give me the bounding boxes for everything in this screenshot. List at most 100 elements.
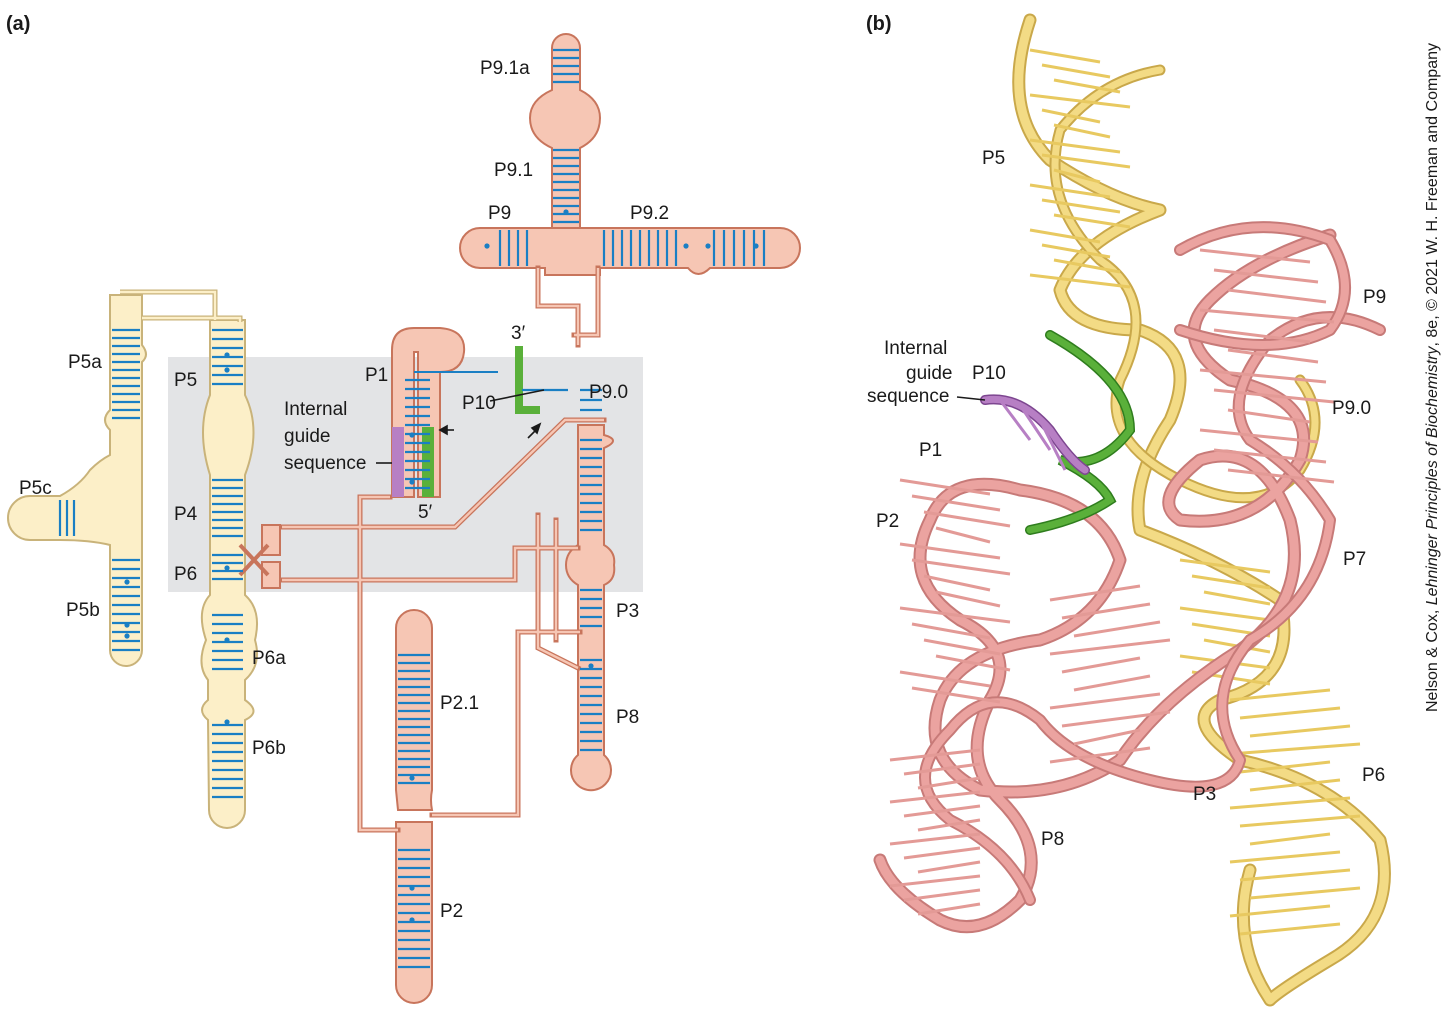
nucleotide-rung [1249,886,1361,900]
nucleotide-rung [1029,228,1101,244]
label-5prime: 5′ [418,502,433,523]
label-b-p7: P7 [1343,549,1366,570]
nucleotide-rung [935,526,991,544]
nucleotide-rung [899,670,991,688]
nucleotide-rung [903,804,981,818]
nucleotide-rung [1073,728,1141,746]
nucleotide-rung [1053,168,1101,184]
label-p5: P5 [174,370,197,391]
nucleotide-rung [1053,78,1121,94]
label-p5b: P5b [66,600,100,621]
nucleotide-rung [1239,868,1351,882]
panel-a-labels: P9.1a P9.1 P9 P9.2 P5a P5 P5c P4 P6 P5b … [19,58,669,922]
label-p9-1a: P9.1a [480,58,530,79]
p4-p6-crossover [238,543,270,577]
panel-b-3d-structure: (b) P5 [866,13,1391,1007]
nucleotide-rung [1029,183,1111,199]
nucleotide-rung [1061,602,1151,620]
yellow-strands [7,294,258,829]
wobble-dot [224,637,230,643]
nucleotide-rung [903,762,981,776]
nucleotide-rung [1229,688,1331,702]
label-3prime: 3′ [511,323,526,344]
nucleotide-rung [923,574,991,592]
nucleotide-rung [1239,922,1341,936]
wobble-dot [224,352,230,358]
nucleotide-rung [1179,558,1271,574]
nucleotide-rung [1041,63,1111,79]
label-p10: P10 [462,393,496,414]
nucleotide-rung [1179,606,1271,622]
nucleotide-rung [911,686,1001,704]
nucleotide-rung [1213,328,1311,344]
label-p6: P6 [174,564,197,585]
nucleotide-rung [1239,814,1361,828]
p1-hairpin [391,327,466,498]
nucleotide-rung [1041,153,1131,169]
label-p8: P8 [616,707,639,728]
label-b-igs-line3: sequence [867,386,949,407]
label-b-p9-0: P9.0 [1332,398,1371,419]
p5-p4-p6-domain [200,319,258,829]
label-p5c: P5c [19,478,52,499]
nucleotide-rung [1049,692,1161,710]
label-b-p1: P1 [919,440,942,461]
nucleotide-rung [923,638,1001,656]
wobble-dot [753,243,759,249]
wobble-dot [409,917,415,923]
igs-rungs [998,399,1067,471]
nucleotide-rung [1199,428,1319,444]
nucleotide-rung [899,542,1001,560]
nucleotide-rung [903,846,981,860]
nucleotide-rung [1041,108,1101,124]
label-p2-1: P2.1 [440,693,479,714]
label-p9-0: P9.0 [589,382,628,403]
base-pair-rungs [58,48,766,969]
nucleotide-rung [1199,368,1327,384]
copyright-credit: Nelson & Cox, Lehninger Principles of Bi… [1424,43,1441,712]
credit-authors: Nelson & Cox, [1424,605,1441,712]
b-igs-leader [956,396,986,401]
label-p4: P4 [174,504,198,525]
nucleotide-rung [1249,832,1331,846]
nucleotide-rung [1227,408,1311,424]
nucleotide-rung [1029,138,1121,154]
credit-publisher: , 8e, © 2021 W. H. Freeman and Company [1424,43,1441,347]
nucleotide-rung [923,510,1011,528]
label-igs-line3: sequence [284,453,366,474]
label-b-p3: P3 [1193,784,1216,805]
panel-b-label: (b) [866,13,892,35]
nucleotide-rung [889,874,981,888]
label-p5a: P5a [68,352,102,373]
nucleotide-rung [911,622,991,640]
nucleotide-rung [1053,123,1111,139]
nucleotide-rung [1249,724,1351,738]
nucleotide-rung [911,558,1011,576]
nucleotide-rung [1191,574,1271,590]
label-p6b: P6b [252,738,286,759]
wobble-dot [409,432,415,438]
wobble-dot [484,243,490,249]
nucleotide-rung [1049,638,1171,656]
nucleotide-rung [1199,248,1311,264]
label-b-p5: P5 [982,148,1005,169]
nucleotide-rung [1053,213,1131,229]
igs-strand [981,395,1089,474]
nucleotide-rung [903,888,981,902]
wobble-dot [409,885,415,891]
nucleotide-rung [1199,308,1335,324]
nucleotide-rung [917,902,981,916]
nucleotide-rung [1203,590,1271,606]
label-b-p6: P6 [1362,765,1385,786]
nucleotide-rung [1073,620,1161,638]
wobble-dot [124,579,130,585]
label-igs-line2: guide [284,426,331,447]
nucleotide-rung [899,478,991,496]
label-b-p9: P9 [1363,287,1386,308]
nucleotide-rung [935,654,1011,672]
nucleotide-rung [889,748,981,762]
wobble-dot [124,633,130,639]
nucleotide-rung [1049,584,1141,602]
wobble-dot [224,367,230,373]
